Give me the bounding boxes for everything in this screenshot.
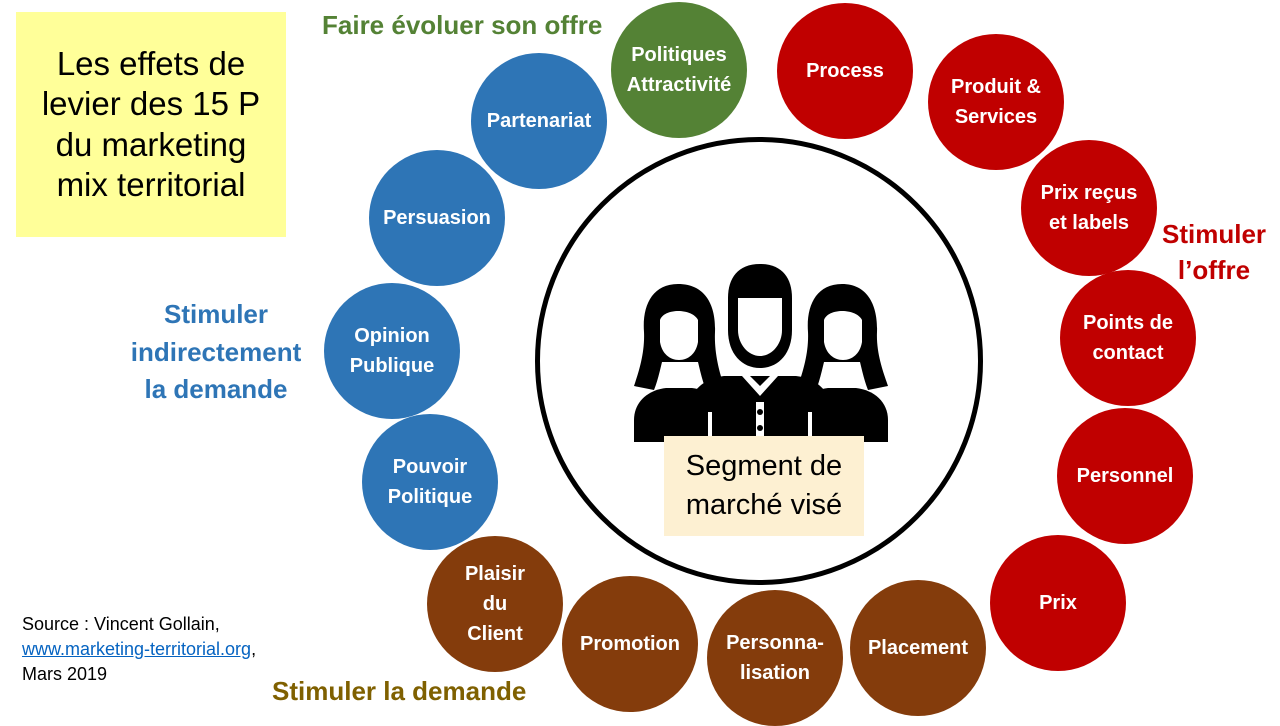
circle-label: Opinion <box>354 325 430 347</box>
title-line: mix territorial <box>56 165 246 203</box>
source-link-suffix: , <box>251 639 257 660</box>
circle-label: Pouvoir <box>392 456 468 478</box>
title-line: levier des 15 P <box>41 85 261 123</box>
circle-label: Personnel <box>1076 465 1174 487</box>
source-author: Source : Vincent Gollain, <box>22 614 220 634</box>
circle-label: Client <box>467 623 523 645</box>
group-label-text: indirectement <box>130 336 302 367</box>
circle-label: Attractivité <box>626 74 732 96</box>
circle-label: Partenariat <box>486 110 592 132</box>
circle-prix: Prix <box>990 535 1126 671</box>
target-segment-label: Segment de marché visé <box>664 436 864 536</box>
circle-points-de-contact: Points de contact <box>1060 270 1196 406</box>
group-label-text: la demande <box>144 374 288 405</box>
segment-line: marché visé <box>685 489 843 521</box>
group-label-text: Stimuler la demande <box>272 676 527 706</box>
circle-label: Promotion <box>580 633 680 655</box>
circle-label: Produit & <box>951 76 1041 98</box>
circle-label: Personna- <box>726 632 824 654</box>
circle-label: Prix <box>1039 592 1077 614</box>
source-link-line: www.marketing-territorial.org, <box>22 637 256 662</box>
group-label-text: l’offre <box>1177 255 1251 286</box>
group-of-people-icon <box>634 264 888 442</box>
group-label-stimuler-offre: Stimuler l’offre <box>1162 216 1266 289</box>
circle-partenariat: Partenariat <box>471 53 607 189</box>
circle-persuasion: Persuasion <box>369 150 505 286</box>
circle-label: Points de <box>1082 312 1173 334</box>
group-label-text: Stimuler <box>163 299 269 329</box>
source-note: Source : Vincent Gollain, www.marketing-… <box>22 612 256 688</box>
circle-label: Prix reçus <box>1040 182 1138 204</box>
circle-label: du <box>482 593 508 615</box>
group-label-text: Stimuler <box>1162 219 1267 249</box>
circle-personnalisation: Personna- lisation <box>707 590 843 726</box>
group-label-text: Faire évoluer son offre <box>322 10 603 40</box>
circle-personnel: Personnel <box>1057 408 1193 544</box>
source-date: Mars 2019 <box>22 664 108 685</box>
circle-plaisir-du-client: Plaisir du Client <box>427 536 563 672</box>
circle-label: Placement <box>867 637 969 659</box>
diagram-title: Les effets de levier des 15 P du marketi… <box>16 12 286 237</box>
circle-label: Process <box>806 60 884 82</box>
circle-produit-services: Produit & Services <box>928 34 1064 170</box>
group-label-faire-evoluer: Faire évoluer son offre <box>322 10 602 41</box>
circle-label: et labels <box>1048 212 1130 234</box>
title-line: Les effets de <box>56 45 246 82</box>
title-line: du marketing <box>55 125 247 163</box>
circle-promotion: Promotion <box>562 576 698 712</box>
circle-label: Services <box>954 106 1038 128</box>
circle-label: Persuasion <box>383 207 491 229</box>
circle-label: Plaisir <box>464 563 526 585</box>
circle-label: contact <box>1092 342 1164 364</box>
circle-process: Process <box>777 3 913 139</box>
circle-label: Politique <box>387 486 473 508</box>
group-label-stimuler-demande: Stimuler la demande <box>272 676 526 707</box>
group-label-stimuler-indirectement: Stimuler indirectement la demande <box>118 296 314 409</box>
circle-pouvoir-politique: Pouvoir Politique <box>362 414 498 550</box>
circle-label: Publique <box>349 355 435 377</box>
source-link[interactable]: www.marketing-territorial.org <box>22 639 252 660</box>
circle-politiques-attractivite: Politiques Attractivité <box>611 2 747 138</box>
circle-label: Politiques <box>631 44 727 66</box>
segment-line: Segment de <box>685 449 843 482</box>
circle-prix-recus-labels: Prix reçus et labels <box>1021 140 1157 276</box>
circle-label: lisation <box>739 662 810 684</box>
circle-placement: Placement <box>850 580 986 716</box>
circle-opinion-publique: Opinion Publique <box>324 283 460 419</box>
